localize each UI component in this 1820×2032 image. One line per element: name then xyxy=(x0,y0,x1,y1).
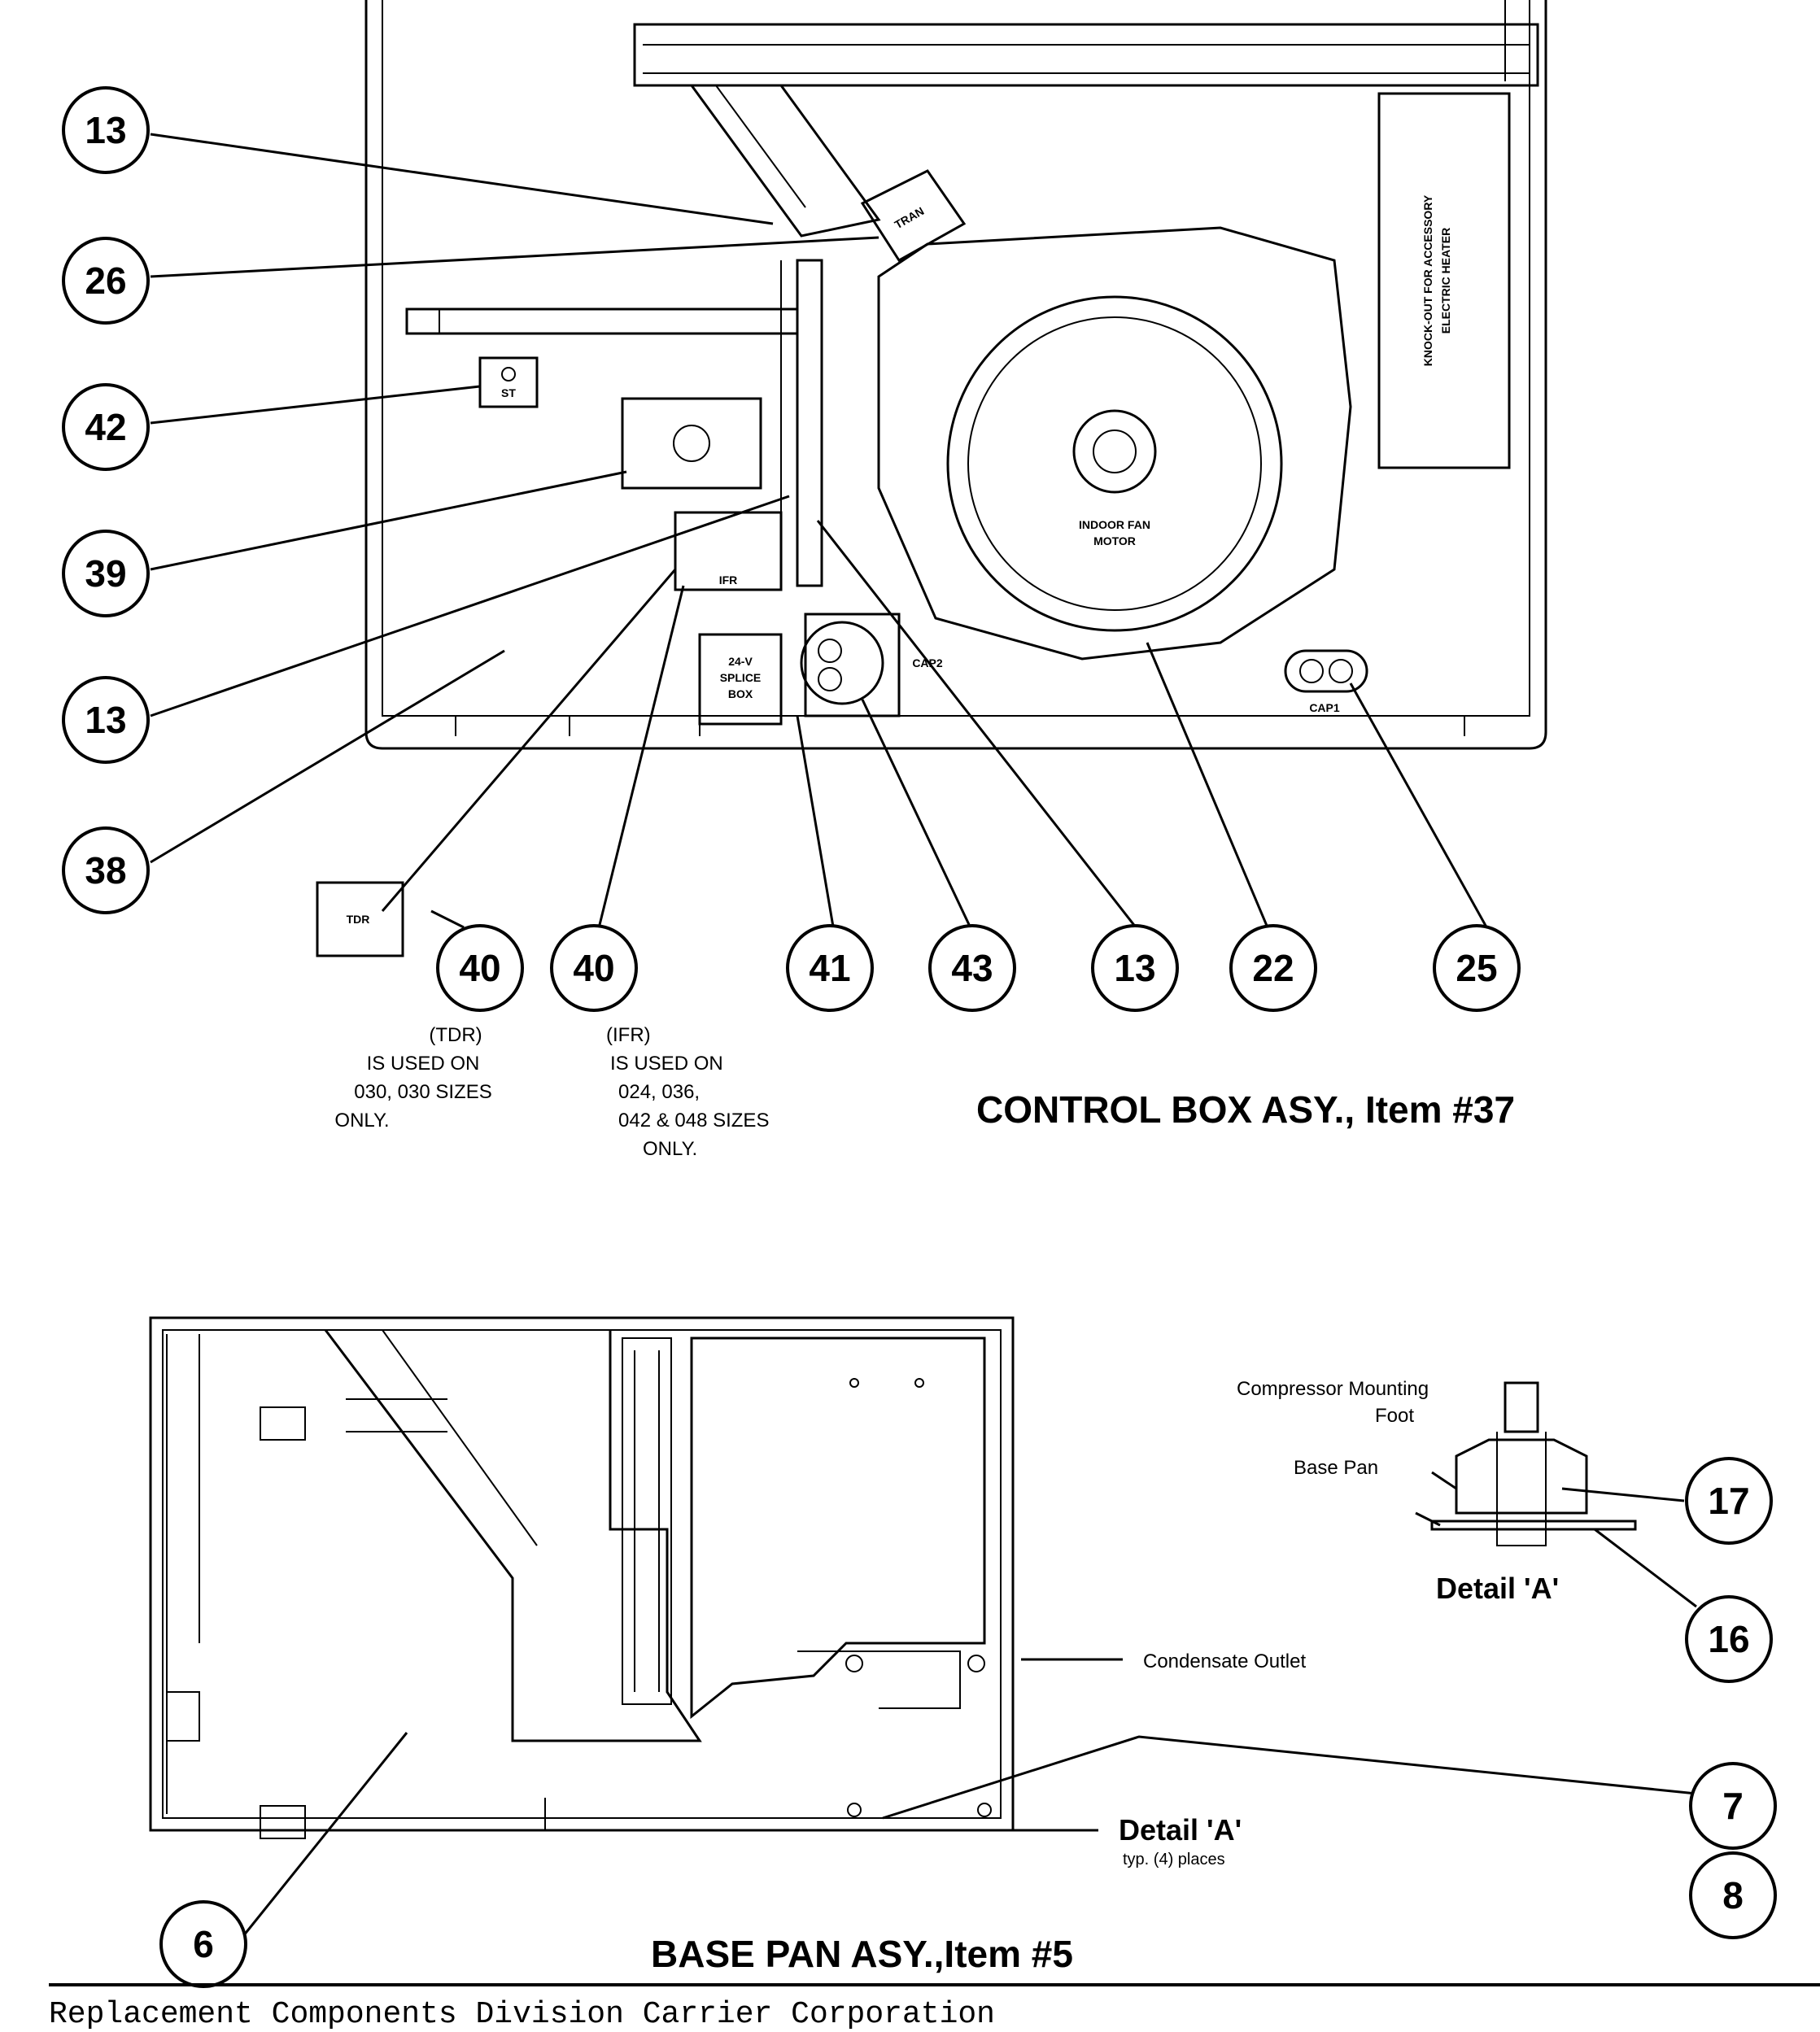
cap1-label: CAP1 xyxy=(1309,701,1340,714)
callout-39: 39 xyxy=(62,530,150,617)
svg-text:13: 13 xyxy=(1114,947,1155,989)
indoor-fan-motor-label-line2: MOTOR xyxy=(1093,534,1136,547)
svg-text:6: 6 xyxy=(193,1923,214,1965)
st-component xyxy=(478,356,539,408)
base-pan-label: Base Pan xyxy=(1294,1457,1378,1479)
fan-hub xyxy=(1072,409,1157,494)
tdr-note: (TDR) IS USED ON 030, 030 SIZES ONLY. xyxy=(334,1024,491,1132)
splice-box-line1: 24-V xyxy=(728,655,753,668)
st-label: ST xyxy=(501,386,516,399)
svg-text:042 & 048 SIZES: 042 & 048 SIZES xyxy=(618,1110,769,1132)
svg-text:8: 8 xyxy=(1722,1874,1744,1916)
svg-text:22: 22 xyxy=(1252,947,1294,989)
base-pan-outline xyxy=(149,1316,1015,1832)
splice-box-line3: BOX xyxy=(728,687,753,700)
svg-text:16: 16 xyxy=(1708,1618,1749,1660)
detail-a-drawing xyxy=(1430,1381,1637,1546)
fan-ring-outer xyxy=(946,295,1283,632)
svg-text:42: 42 xyxy=(85,406,126,448)
callout-8: 8 xyxy=(1689,1851,1777,1939)
svg-text:030, 030 SIZES: 030, 030 SIZES xyxy=(354,1081,491,1103)
svg-text:ONLY.: ONLY. xyxy=(643,1138,697,1160)
callout-13-a: 13 xyxy=(62,86,150,174)
callout-13-b: 13 xyxy=(62,676,150,764)
callout-38: 38 xyxy=(62,826,150,914)
ifr-relay xyxy=(674,511,783,591)
cap1-capacitor xyxy=(1284,649,1368,693)
detail-a-title: Detail 'A' xyxy=(1436,1572,1559,1605)
splice-box-line2: SPLICE xyxy=(720,671,762,684)
transformer xyxy=(860,169,967,263)
svg-text:13: 13 xyxy=(85,699,126,741)
ifr-label: IFR xyxy=(719,573,738,586)
callout-26: 26 xyxy=(62,237,150,325)
svg-text:IS USED ON: IS USED ON xyxy=(610,1053,723,1075)
svg-text:(IFR): (IFR) xyxy=(606,1024,651,1046)
callout-13-c: 13 xyxy=(1091,924,1179,1012)
svg-text:25: 25 xyxy=(1456,947,1497,989)
callout-43: 43 xyxy=(928,924,1016,1012)
svg-text:39: 39 xyxy=(85,552,126,595)
compressor-foot-label-line1: Compressor Mounting xyxy=(1237,1378,1429,1400)
tdr-label: TDR xyxy=(347,913,370,926)
ifr-note: (IFR) IS USED ON 024, 036, 042 & 048 SIZ… xyxy=(606,1024,769,1160)
splice-box xyxy=(698,633,783,726)
callout-22: 22 xyxy=(1229,924,1317,1012)
base-pan-leaders xyxy=(238,1471,1697,1941)
footer-text: Replacement Components Division Carrier … xyxy=(49,1997,995,2032)
callout-42: 42 xyxy=(62,383,150,471)
control-box-leaders xyxy=(150,133,1490,932)
cap2-capacitor xyxy=(800,621,884,705)
svg-text:38: 38 xyxy=(85,849,126,892)
cap2-bracket xyxy=(804,613,901,717)
knockout-panel xyxy=(1377,92,1511,469)
callout-40-tdr: 40 xyxy=(436,924,524,1012)
relay-board xyxy=(621,397,762,490)
svg-text:7: 7 xyxy=(1722,1785,1744,1827)
compressor-foot-label-line2: Foot xyxy=(1375,1405,1414,1427)
condensate-outlet-label: Condensate Outlet xyxy=(1143,1650,1306,1672)
callout-25: 25 xyxy=(1433,924,1521,1012)
indoor-fan-motor-label-line1: INDOOR FAN xyxy=(1079,518,1150,531)
callout-6: 6 xyxy=(159,1900,247,1988)
knockout-label-line1: KNOCK-OUT FOR ACCESSORY xyxy=(1421,194,1434,366)
callout-40-ifr: 40 xyxy=(550,924,638,1012)
typ-places-label: typ. (4) places xyxy=(1123,1851,1225,1868)
callout-17: 17 xyxy=(1685,1457,1773,1545)
base-pan-title: BASE PAN ASY.,Item #5 xyxy=(651,1933,1073,1975)
base-pan-drawing xyxy=(149,1316,1015,1839)
control-box-drawing: KNOCK-OUT FOR ACCESSORY ELECTRIC HEATER … xyxy=(316,0,1547,957)
fan-housing xyxy=(877,226,1352,661)
svg-text:17: 17 xyxy=(1708,1480,1749,1522)
detail-a-reference: Detail 'A' xyxy=(1119,1813,1242,1847)
svg-text:ONLY.: ONLY. xyxy=(334,1110,389,1132)
svg-text:26: 26 xyxy=(85,259,126,302)
callout-16: 16 xyxy=(1685,1595,1773,1683)
control-box-title: CONTROL BOX ASY., Item #37 xyxy=(976,1088,1515,1131)
tdr-relay xyxy=(316,881,404,957)
svg-text:IS USED ON: IS USED ON xyxy=(367,1053,480,1075)
callout-41: 41 xyxy=(786,924,874,1012)
svg-text:41: 41 xyxy=(809,947,850,989)
callout-7: 7 xyxy=(1689,1762,1777,1850)
svg-text:40: 40 xyxy=(573,947,614,989)
svg-text:13: 13 xyxy=(85,109,126,151)
svg-text:024, 036,: 024, 036, xyxy=(618,1081,700,1103)
svg-text:43: 43 xyxy=(951,947,993,989)
knockout-label-line2: ELECTRIC HEATER xyxy=(1439,228,1452,334)
svg-text:(TDR): (TDR) xyxy=(429,1024,482,1046)
svg-text:40: 40 xyxy=(459,947,500,989)
tran-label: TRAN xyxy=(893,204,927,231)
